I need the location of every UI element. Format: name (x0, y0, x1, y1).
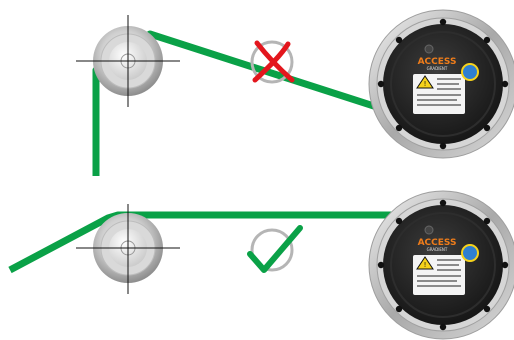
warning-triangle-icon: ! (416, 75, 434, 89)
device-bottom: ! ACCESS GRADIENT (368, 190, 514, 340)
device-brand-text: ACCESS (418, 57, 457, 67)
device-top: ! ACCESS GRADIENT (368, 9, 514, 159)
checkmark-icon (247, 225, 303, 273)
belt-correct (8, 211, 400, 274)
device-brand-text: ACCESS (418, 238, 457, 248)
pulley-top (76, 15, 180, 107)
warning-triangle-icon: ! (416, 256, 434, 270)
device-sub-text: GRADIENT (427, 66, 448, 71)
correct-routing-group: ! ACCESS GRADIENT (8, 190, 514, 340)
device-sub-text: GRADIENT (427, 247, 448, 252)
svg-text:!: ! (424, 80, 427, 88)
round-badge-icon (461, 63, 479, 81)
cross-icon (250, 40, 295, 84)
incorrect-routing-group: ! ACCESS GRADIENT (76, 9, 514, 176)
round-badge-icon (461, 244, 479, 262)
svg-text:!: ! (424, 261, 427, 269)
pulley-bottom (76, 204, 180, 294)
